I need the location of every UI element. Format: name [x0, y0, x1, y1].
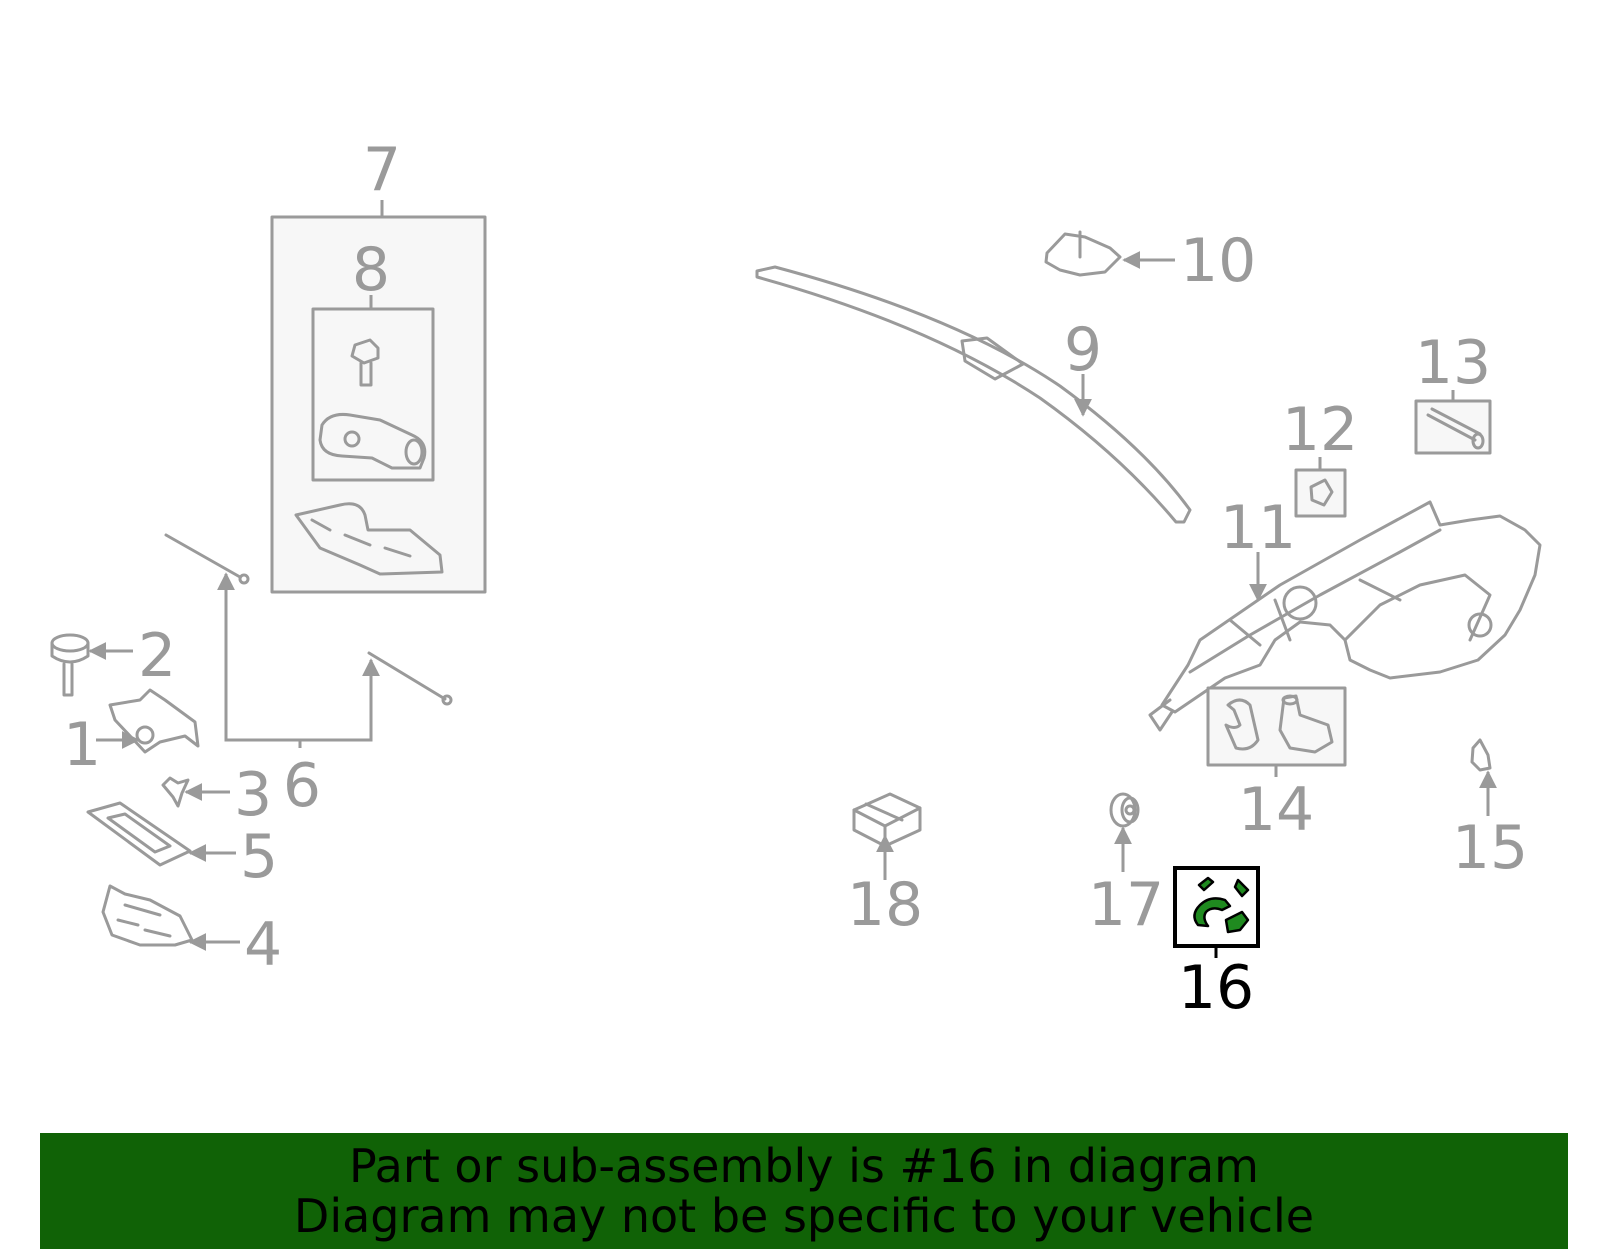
part-9-trim[interactable] [755, 265, 1192, 524]
callout-12: 12 [1282, 395, 1358, 465]
callout-16-selected[interactable]: 16 [1178, 953, 1254, 1023]
callout-7: 7 [363, 135, 401, 205]
part-4-bracket[interactable] [101, 884, 240, 951]
part-8-assembly[interactable] [311, 295, 435, 482]
callout-9: 9 [1064, 315, 1102, 385]
callout-3: 3 [234, 760, 272, 830]
info-banner: Part or sub-assembly is #16 in diagram D… [40, 1133, 1568, 1249]
part-6-rods[interactable] [164, 533, 453, 748]
callout-1: 1 [63, 710, 101, 780]
part-18-block[interactable] [852, 792, 922, 880]
callout-2: 2 [138, 621, 176, 691]
callout-17: 17 [1088, 870, 1164, 940]
banner-line-2: Diagram may not be specific to your vehi… [293, 1189, 1315, 1243]
callout-5: 5 [240, 822, 278, 892]
callout-14: 14 [1238, 775, 1314, 845]
callout-8: 8 [352, 235, 390, 305]
part-5-panel[interactable] [86, 801, 236, 867]
part-11-frame[interactable] [1148, 500, 1542, 732]
part-10-clip[interactable] [1044, 230, 1175, 277]
callout-13: 13 [1415, 328, 1491, 398]
part-14[interactable] [1206, 686, 1347, 777]
callout-4: 4 [244, 910, 282, 980]
part-2-cap[interactable] [50, 633, 133, 697]
part-13[interactable] [1414, 390, 1492, 455]
part-17-grommet[interactable] [1109, 792, 1140, 872]
part-16-selected[interactable] [1173, 866, 1260, 958]
callout-15: 15 [1452, 813, 1528, 883]
part-1-bracket[interactable] [96, 688, 200, 754]
part-3-clip[interactable] [161, 776, 230, 808]
callout-6: 6 [283, 751, 321, 821]
callout-11: 11 [1220, 493, 1296, 563]
part-15[interactable] [1470, 738, 1497, 816]
part-12[interactable] [1294, 457, 1347, 518]
banner-line-1: Part or sub-assembly is #16 in diagram [349, 1139, 1259, 1193]
callout-18: 18 [847, 870, 923, 940]
callout-10: 10 [1180, 226, 1256, 296]
